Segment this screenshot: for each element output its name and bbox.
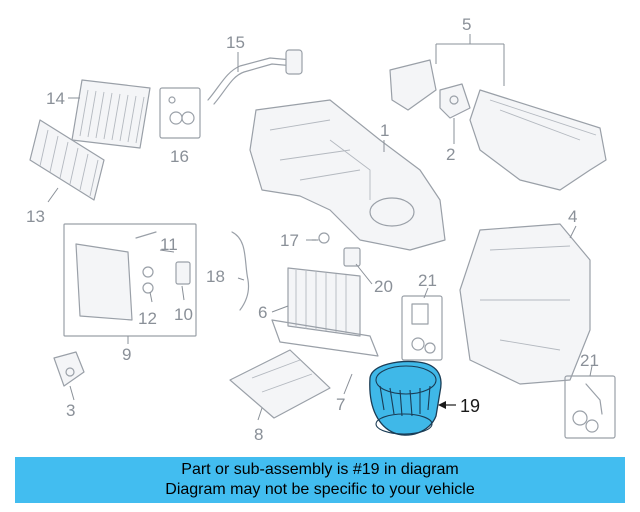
pipe-15 [207,49,303,105]
callout-6: 6 [258,303,267,322]
callout-3: 3 [66,401,75,420]
evaporator-13 [29,119,105,201]
callout-18: 18 [206,267,225,286]
fittings-21-right [564,375,616,439]
callout-19: 19 [460,396,480,416]
bolt-17 [311,232,330,244]
callout-19-arrow [438,401,456,409]
callout-17: 17 [280,231,299,250]
filter-kit-9 [63,223,197,337]
tray-8 [229,349,331,419]
bracket-3 [53,351,85,387]
callout-12: 12 [138,309,157,328]
info-banner: Part or sub-assembly is #19 in diagram D… [15,457,625,503]
callout-8: 8 [254,425,263,444]
callout-15: 15 [226,33,245,52]
blower-motor-19[interactable] [369,360,442,436]
callout-5: 5 [462,15,471,34]
callout-16: 16 [170,147,189,166]
callout-21-right: 21 [580,351,599,370]
callout-14: 14 [46,89,65,108]
fittings-16 [159,87,201,139]
callout-20: 20 [374,277,393,296]
callout-4: 4 [568,207,577,226]
actuator-5a [389,59,437,111]
callout-7: 7 [336,395,345,414]
housing-4 [459,223,591,385]
hvac-housing-1 [249,99,446,251]
heater-core-14 [71,79,151,149]
actuator-2 [439,83,471,119]
callout-21-mid: 21 [418,271,437,290]
leader-lines [47,34,593,421]
sensor-20 [343,247,361,267]
callout-9: 9 [122,345,131,364]
banner-line-1: Part or sub-assembly is #19 in diagram [181,461,459,478]
parts-diagram: 15 5 14 16 1 2 13 4 11 17 18 20 21 6 12 … [26,15,616,444]
callout-2: 2 [446,145,455,164]
cabin-filter-6 [287,267,361,337]
callout-11: 11 [160,235,178,254]
duct-5b [469,89,607,191]
banner-line-2: Diagram may not be specific to your vehi… [165,481,475,498]
callout-10: 10 [174,305,193,324]
hose-18 [231,231,250,311]
callout-13: 13 [26,207,45,226]
fittings-21-mid [401,295,443,361]
callout-1: 1 [380,121,389,140]
filter-frame-7 [271,319,379,357]
